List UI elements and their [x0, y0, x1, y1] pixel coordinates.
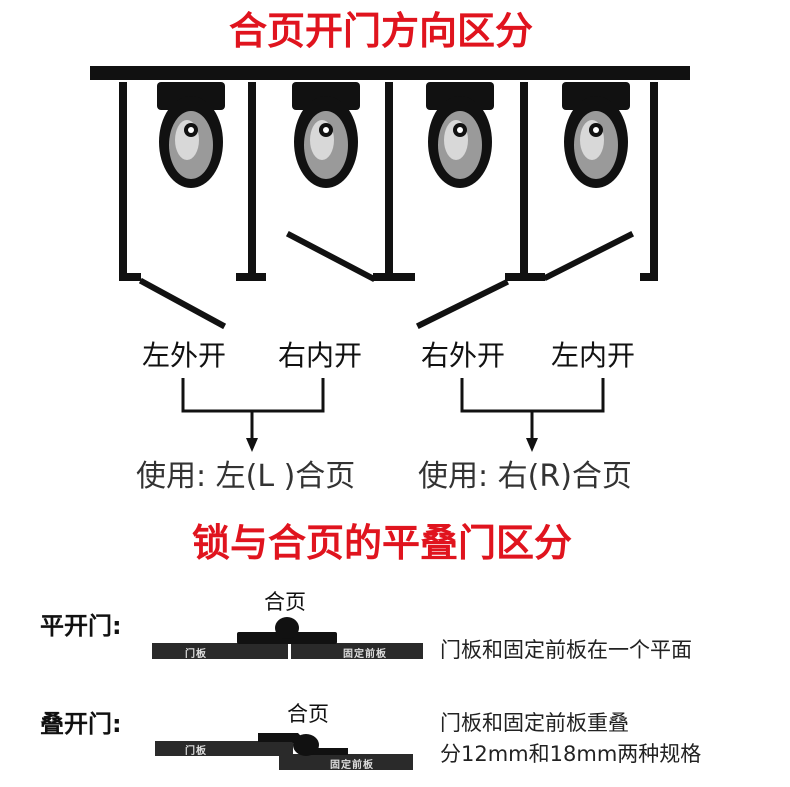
flat-door-diagram: [152, 617, 423, 659]
flat-door-label: 平开门:: [40, 612, 122, 640]
arrow-down-icon: [246, 438, 258, 452]
arrow-down-icon: [526, 438, 538, 452]
partitions: [119, 82, 658, 281]
toilets: [157, 82, 630, 188]
overlap-plate-door: 门板: [185, 746, 207, 757]
overlap-hinge-label: 合页: [287, 702, 329, 726]
overlap-door-diagram: [155, 733, 413, 770]
main-title: 合页开门方向区分: [229, 9, 534, 53]
bracket-left: [181, 378, 325, 413]
section-title: 锁与合页的平叠门区分: [192, 521, 573, 565]
flat-hinge-label: 合页: [264, 590, 306, 614]
usage-right: 使用: 右(R)合页: [418, 459, 632, 494]
door-left-outward: [138, 277, 227, 330]
flat-plate-door: 门板: [185, 649, 207, 660]
label-right-outward: 右外开: [421, 339, 506, 372]
label-left-outward: 左外开: [142, 339, 227, 372]
overlap-door-note-1: 门板和固定前板重叠: [440, 711, 629, 735]
toilet-icon: [562, 82, 630, 188]
overlap-door-label: 叠开门:: [40, 710, 122, 738]
door-right-inward: [285, 230, 377, 283]
usage-left: 使用: 左(L )合页: [136, 459, 356, 494]
door-left-inward: [542, 230, 635, 282]
brackets: [181, 378, 605, 440]
bracket-right: [460, 378, 605, 413]
doors: [138, 230, 635, 330]
toilet-icon: [292, 82, 360, 188]
label-left-inward: 左内开: [551, 339, 636, 372]
toilet-icon: [426, 82, 494, 188]
flat-door-note: 门板和固定前板在一个平面: [440, 638, 692, 662]
flat-plate-front: 固定前板: [343, 649, 387, 660]
overlap-door-note-2: 分12mm和18mm两种规格: [440, 742, 702, 766]
top-wall: [90, 66, 690, 80]
label-right-inward: 右内开: [278, 339, 363, 372]
overlap-plate-front: 固定前板: [330, 760, 374, 771]
toilet-icon: [157, 82, 225, 188]
door-right-outward: [415, 278, 510, 330]
